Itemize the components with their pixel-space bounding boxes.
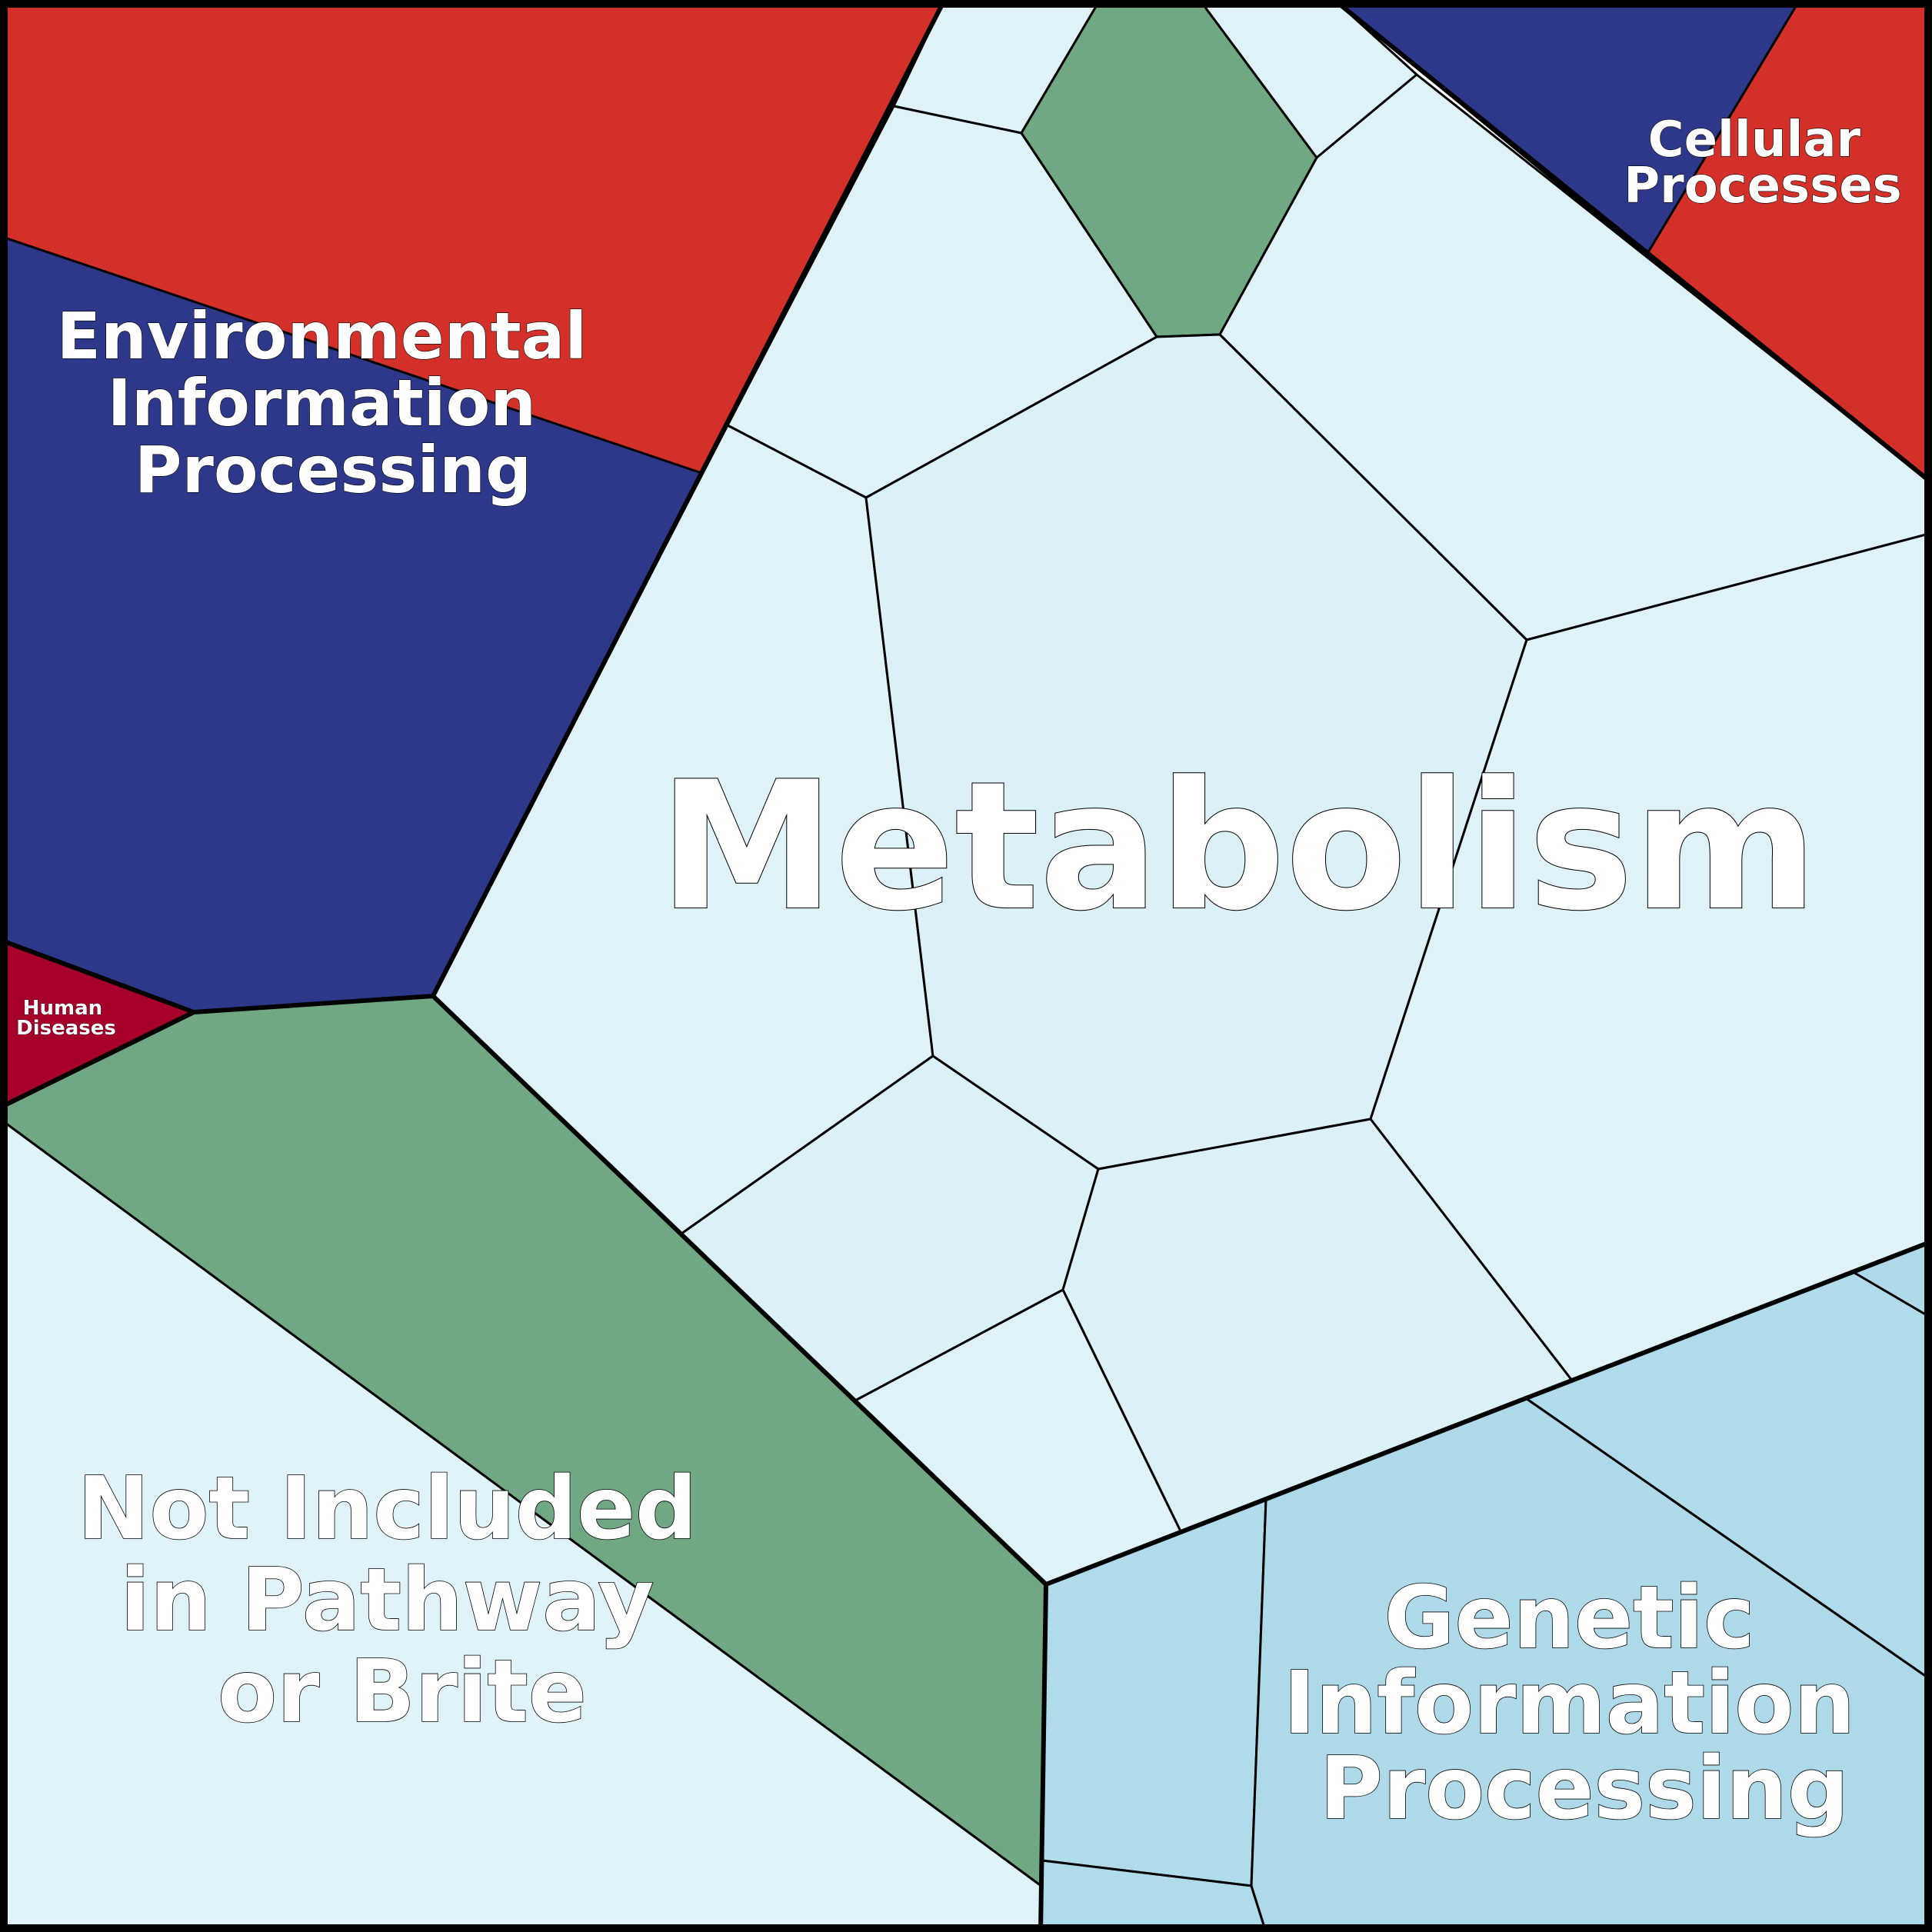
labels: Metabolism Environmental Information Pro… bbox=[16, 111, 1903, 1839]
not-included-cell-main[interactable] bbox=[0, 1118, 1044, 1932]
metabolism-label: Metabolism bbox=[659, 744, 1818, 950]
cellular-cell-red[interactable] bbox=[1644, 0, 1932, 485]
border-human-diseases bbox=[0, 938, 195, 1014]
region-cellular-processes[interactable] bbox=[1333, 0, 1932, 485]
border-cellular bbox=[1333, 0, 1932, 485]
region-genetic-information-processing[interactable] bbox=[1039, 1240, 1932, 1932]
cellular-processes-label: Cellular Processes bbox=[1624, 112, 1901, 215]
environmental-information-processing-label: Environmental Information Processing bbox=[57, 298, 610, 508]
border-genetic bbox=[1038, 1239, 1932, 1932]
region-environmental-information-processing[interactable] bbox=[0, 0, 946, 1014]
human-diseases-label: Human Diseases bbox=[16, 997, 116, 1040]
genetic-information-processing-label: Genetic Information Processing bbox=[1284, 1568, 1885, 1839]
not-included-label: Not Included in Pathway or Brite bbox=[78, 1459, 727, 1742]
border-notincluded-metabolism bbox=[431, 994, 1048, 1587]
